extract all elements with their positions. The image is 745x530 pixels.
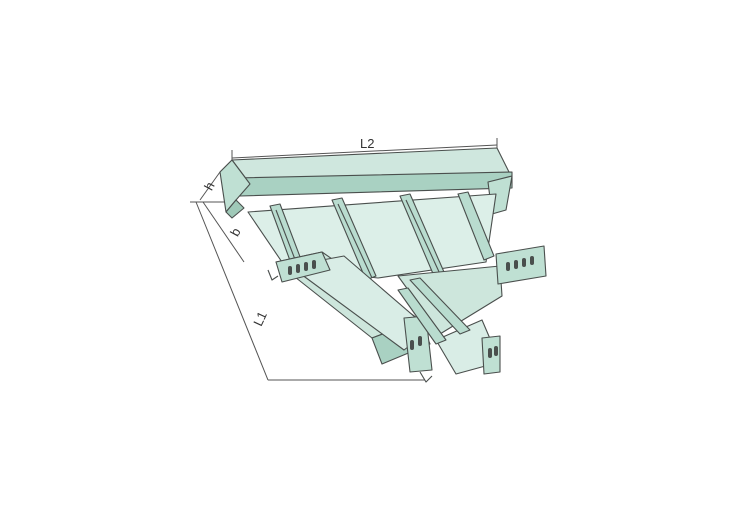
label-b: b	[227, 225, 244, 238]
dimension-lines	[190, 138, 498, 381]
end-foot	[267, 269, 433, 383]
branch-left-arm	[275, 251, 433, 373]
label-l1: L1	[250, 309, 270, 328]
end-plate-holes	[506, 256, 534, 271]
label-l2: L2	[360, 136, 374, 151]
end-plate-holes	[288, 260, 316, 275]
branch-right-arm	[397, 245, 547, 375]
label-h: h	[201, 179, 218, 192]
main-run	[219, 147, 513, 279]
rungs	[269, 191, 495, 281]
